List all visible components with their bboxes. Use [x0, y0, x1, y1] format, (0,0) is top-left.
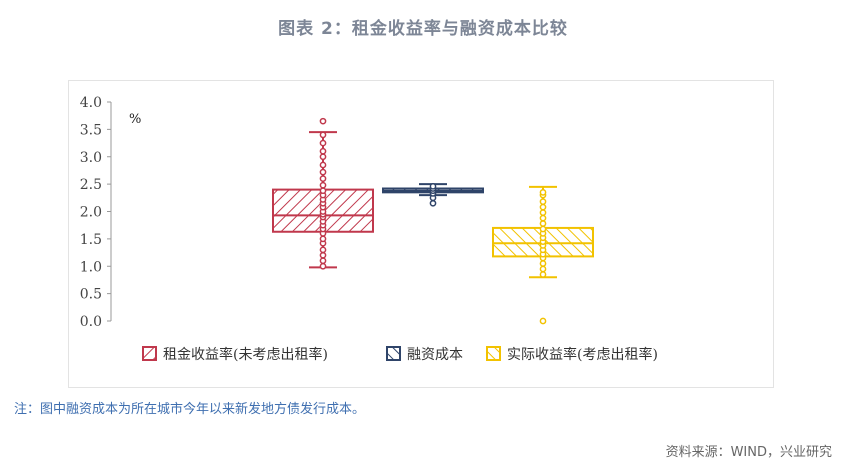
data-point: [319, 262, 327, 270]
y-tick-label: 3.0: [80, 150, 102, 166]
y-tick-label: 0.0: [80, 314, 102, 330]
data-point: [319, 117, 327, 125]
legend-label: 实际收益率(考虑出租率): [507, 346, 658, 363]
data-point: [319, 187, 327, 195]
data-point: [539, 265, 547, 273]
legend-swatch: [386, 346, 401, 361]
data-point: [319, 181, 327, 189]
data-point: [539, 271, 547, 278]
data-point: [319, 168, 327, 176]
chart-note: 注：图中融资成本为所在城市今年以来新发地方债发行成本。: [14, 402, 366, 417]
chart-title: 图表 2：租金收益率与融资成本比较: [278, 19, 568, 39]
y-tick-label: 1.0: [80, 259, 102, 275]
box-plot-chart: 0.0 0.5 1.0 1.5 2.0 2.5 3.0 3.5 4.0% 租金收益率(未考虑出租…: [80, 95, 658, 363]
y-tick-label: 3.5: [80, 122, 102, 138]
data-point: [319, 257, 327, 265]
data-point: [319, 131, 327, 139]
y-tick-label: 2.0: [80, 205, 102, 221]
y-tick-label: 0.5: [80, 287, 102, 303]
data-point: [319, 246, 327, 254]
data-point: [539, 203, 547, 211]
data-point: [319, 153, 327, 161]
data-point: [429, 199, 437, 207]
data-point: [539, 209, 547, 216]
data-source: 资料来源：WIND，兴业研究: [665, 445, 832, 460]
data-point: [319, 161, 327, 169]
box-group: [382, 182, 484, 207]
box-group: [492, 185, 594, 325]
data-point: [539, 214, 547, 222]
data-point: [429, 182, 437, 190]
data-point: [319, 175, 327, 183]
legend-swatch: [486, 346, 501, 361]
legend-swatch: [142, 346, 157, 361]
y-axis-unit: %: [129, 112, 141, 127]
y-tick-label: 4.0: [80, 95, 102, 111]
data-point: [539, 317, 547, 325]
data-point: [319, 251, 327, 259]
chart-frame: 0.0 0.5 1.0 1.5 2.0 2.5 3.0 3.5 4.0% 租金收益率(未考虑出租…: [68, 80, 774, 388]
data-point: [539, 260, 547, 267]
data-point: [319, 139, 327, 147]
y-tick-label: 2.5: [80, 177, 102, 193]
data-point: [539, 225, 547, 233]
legend-label: 租金收益率(未考虑出租率): [163, 346, 328, 363]
data-point: [539, 198, 547, 205]
data-point: [319, 147, 327, 155]
y-tick-label: 1.5: [80, 232, 102, 248]
data-point: [539, 220, 547, 227]
data-point: [319, 235, 327, 243]
data-point: [539, 188, 547, 196]
legend-label: 融资成本: [407, 347, 463, 363]
box-group: [272, 117, 374, 270]
